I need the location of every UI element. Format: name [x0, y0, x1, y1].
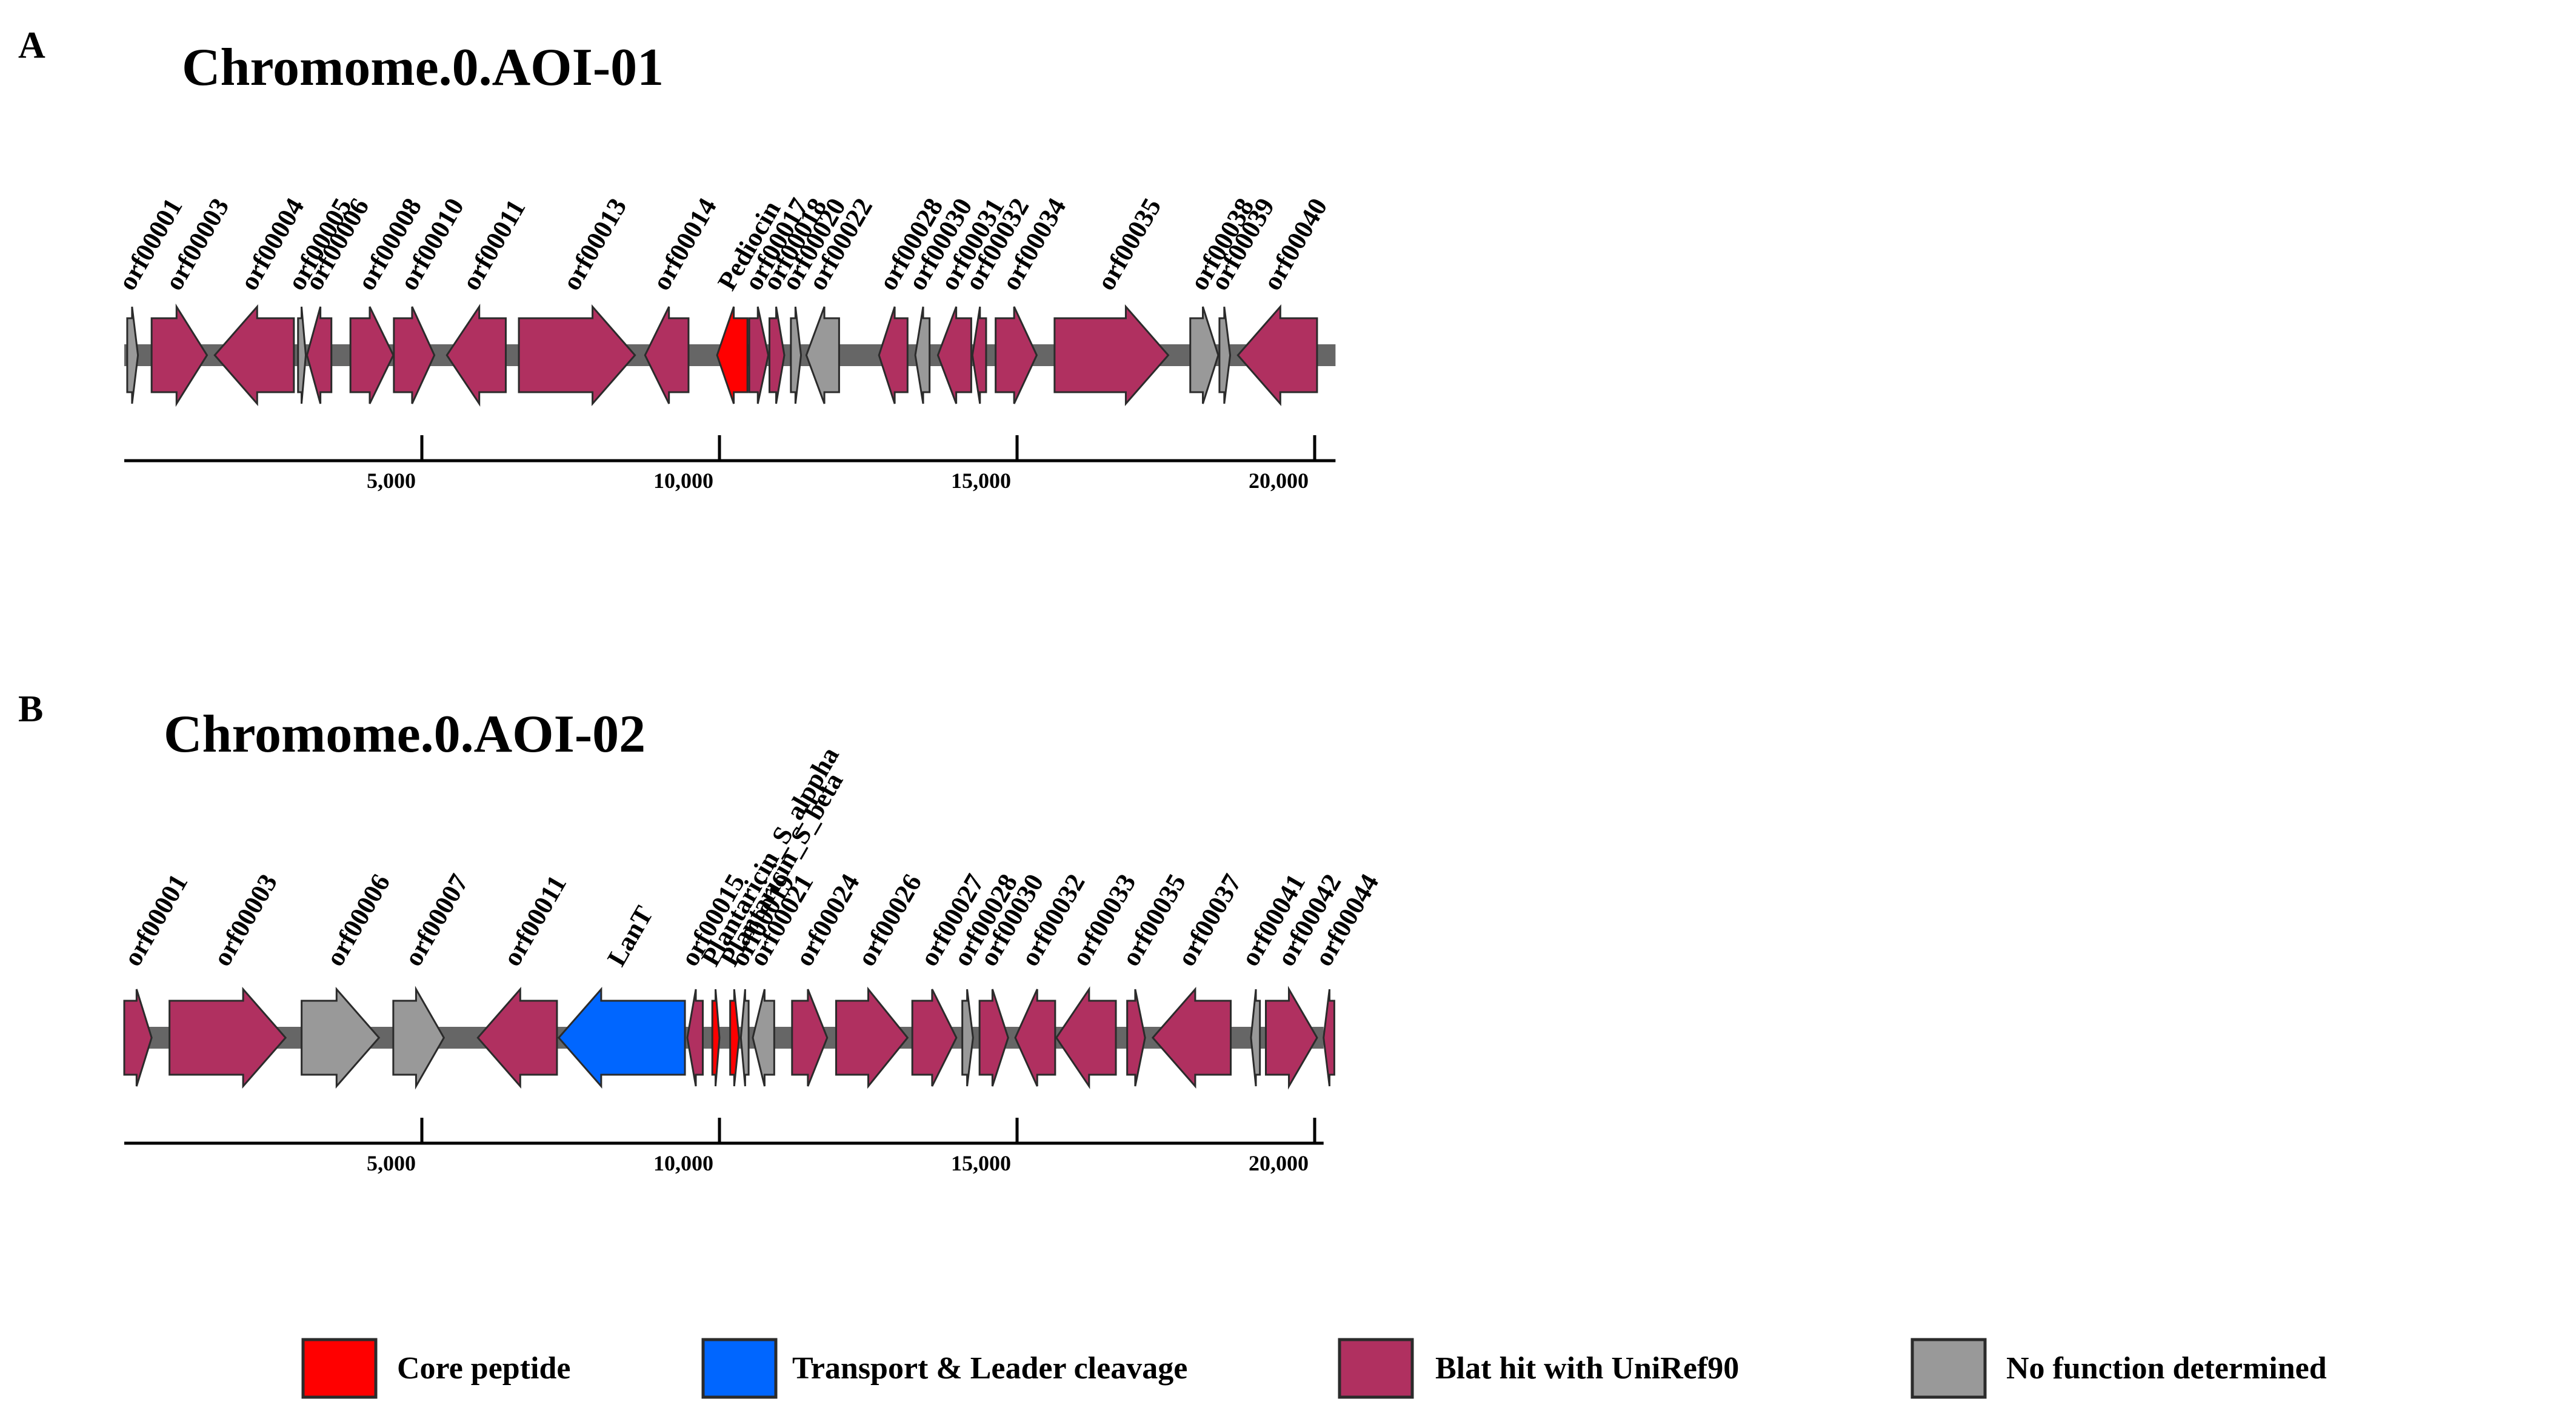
gene-arrow — [1264, 986, 1318, 1090]
gene-arrow — [1151, 987, 1232, 1089]
gene-arrow — [393, 306, 436, 404]
gene-arrow — [716, 306, 749, 404]
gene-arrow — [297, 306, 307, 404]
legend-swatch-blat — [1338, 1338, 1414, 1399]
legend-item-core: Core peptide — [301, 1338, 570, 1399]
gene-arrow — [305, 306, 333, 404]
legend-swatch-nofunc — [1910, 1338, 1987, 1399]
gene-arrow — [752, 989, 775, 1087]
gene-arrow — [961, 989, 974, 1087]
tick-label: 5,000 — [367, 1151, 416, 1175]
gene-arrow — [392, 986, 445, 1090]
gene-arrow — [301, 987, 381, 1089]
tick-label: 20,000 — [1249, 469, 1309, 493]
gene-arrow — [213, 304, 295, 406]
gene-arrow — [1053, 304, 1170, 406]
gene-arrow — [476, 987, 558, 1089]
gene-arrow — [518, 304, 636, 406]
gene-label: orf00013 — [556, 193, 633, 295]
gene-arrow — [445, 304, 507, 407]
panel-a: A Chromome.0.AOI-01 orf00001orf00003orf0… — [18, 25, 1336, 493]
tick-label: 10,000 — [653, 469, 713, 493]
panel-letter: A — [18, 25, 45, 66]
legend-label: Core peptide — [397, 1351, 570, 1386]
gene-arrow — [978, 989, 1009, 1087]
gene-arrow — [349, 306, 395, 404]
gene-arrow — [711, 989, 721, 1087]
gene-arrow — [878, 306, 909, 404]
gene-label: orf00007 — [398, 869, 475, 971]
gene-arrow — [914, 306, 931, 404]
tick-label: 10,000 — [653, 1151, 713, 1175]
panel-title: Chromome.0.AOI-01 — [182, 38, 664, 97]
gene-arrow — [936, 306, 972, 404]
coordinate-axis: 5,000 10,000 15,000 20,000 — [124, 435, 1336, 493]
gene-arrow — [169, 987, 287, 1089]
gene-label: orf00006 — [320, 869, 396, 971]
gene-arrow — [1323, 989, 1335, 1087]
legend-swatch-core — [301, 1338, 378, 1399]
tick-label: 5,000 — [367, 469, 416, 493]
legend-item-transport: Transport & Leader cleavage — [701, 1338, 1187, 1399]
gene-label: orf00035 — [1091, 193, 1167, 295]
gene-label: orf00003 — [207, 869, 284, 971]
gene-label: orf00011 — [497, 870, 572, 971]
gene-arrow — [729, 989, 740, 1087]
gene-arrow — [123, 989, 153, 1087]
gene-arrow — [1014, 989, 1056, 1087]
gene-arrow — [911, 989, 958, 1087]
gene-arrow — [1126, 989, 1146, 1087]
gene-label: LanT — [601, 901, 659, 971]
gene-arrow — [768, 306, 786, 404]
gene-arrow — [748, 306, 770, 404]
gene-arrow — [1236, 304, 1318, 406]
legend-item-nofunc: No function determined — [1910, 1338, 2327, 1399]
gene-arrow — [1218, 306, 1232, 404]
gene-arrow — [790, 306, 802, 404]
gene-arrow — [1250, 989, 1261, 1087]
tick-label: 15,000 — [951, 469, 1011, 493]
gene-arrow — [126, 306, 139, 404]
legend: Core peptide Transport & Leader cleavage… — [301, 1338, 2327, 1399]
gene-arrow — [686, 989, 704, 1087]
gene-arrow — [1189, 306, 1220, 404]
gene-arrow — [557, 987, 686, 1089]
gene-arrow — [805, 306, 840, 404]
legend-label: Blat hit with UniRef90 — [1435, 1351, 1739, 1386]
legend-item-blat: Blat hit with UniRef90 — [1338, 1338, 1739, 1399]
legend-label: Transport & Leader cleavage — [792, 1351, 1187, 1386]
gene-arrow — [835, 986, 909, 1089]
legend-label: No function determined — [2006, 1351, 2327, 1386]
gene-arrow — [791, 989, 829, 1087]
gene-arrow — [995, 306, 1038, 404]
gene-arrow — [1055, 986, 1117, 1089]
legend-swatch-transport — [701, 1338, 778, 1399]
tick-label: 15,000 — [951, 1151, 1011, 1175]
gene-arrow — [739, 989, 750, 1087]
panel-title: Chromome.0.AOI-02 — [164, 705, 646, 764]
panel-letter: B — [18, 689, 43, 730]
gene-arrow — [971, 306, 987, 404]
gene-arrow — [644, 306, 690, 404]
gene-track: orf00001orf00003orf00004orf00005orf00006… — [112, 193, 1336, 407]
gene-label: orf00001 — [118, 869, 194, 971]
gene-label: orf00014 — [646, 193, 722, 295]
gene-arrow — [150, 303, 209, 407]
tick-label: 20,000 — [1249, 1151, 1309, 1175]
coordinate-axis: 5,000 10,000 15,000 20,000 — [124, 1118, 1324, 1175]
